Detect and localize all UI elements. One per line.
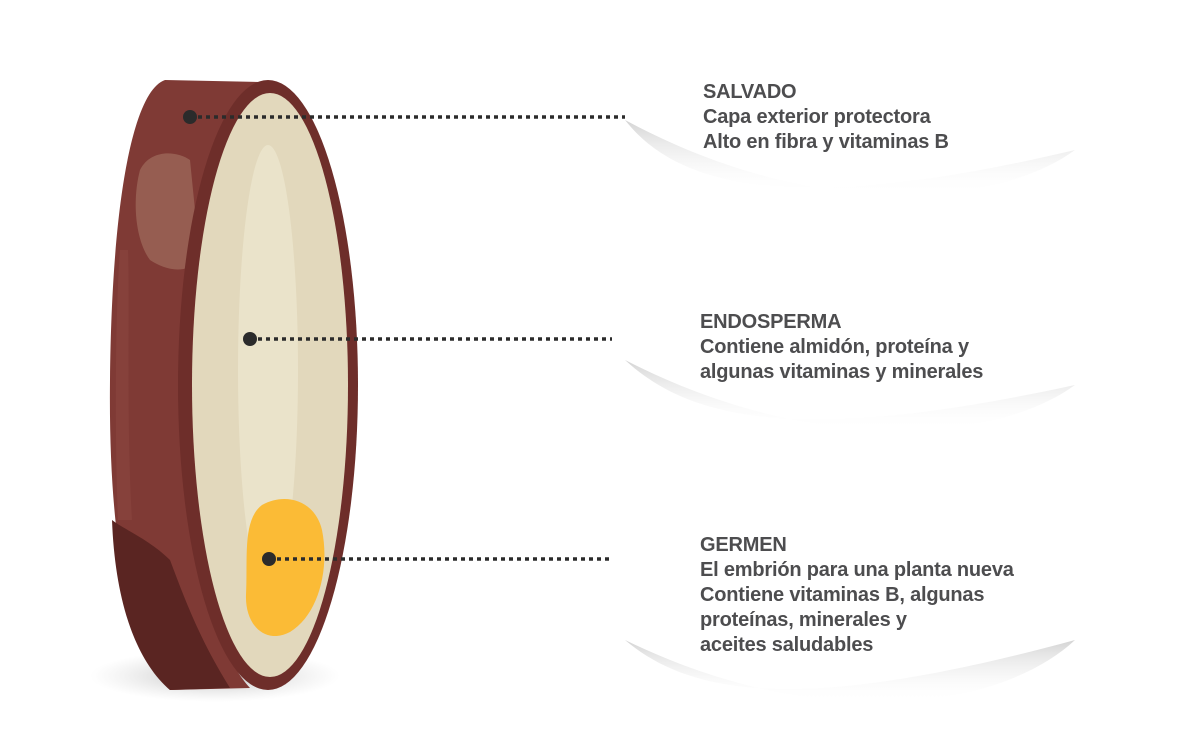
salvado-line-2: Alto en fibra y vitaminas B	[703, 131, 949, 153]
leader-dot-germen	[262, 552, 276, 566]
germen-line-1: El embrión para una planta nueva	[700, 559, 1014, 581]
callout-endosperma: ENDOSPERMA Contiene almidón, proteína y …	[700, 310, 983, 385]
endosperma-line-2: algunas vitaminas y minerales	[700, 361, 984, 383]
germen-line-3: proteínas, minerales y	[700, 609, 907, 631]
leader-dot-salvado	[183, 110, 197, 124]
label-arc-3	[625, 640, 1075, 703]
germen-title: GERMEN	[700, 534, 787, 556]
germen-line-2: Contiene vitaminas B, algunas	[700, 584, 985, 606]
endosperma-line-1: Contiene almidón, proteína y	[700, 336, 969, 358]
callout-germen: GERMEN El embrión para una planta nueva …	[700, 533, 1014, 658]
callout-salvado: SALVADO Capa exterior protectora Alto en…	[703, 80, 949, 155]
label-arc-2	[625, 360, 1075, 431]
germ-shape	[245, 498, 325, 637]
leader-dot-endosperma	[243, 332, 257, 346]
salvado-line-1: Capa exterior protectora	[703, 106, 931, 128]
endosperma-title: ENDOSPERMA	[700, 311, 842, 333]
bran-highlight	[115, 250, 132, 520]
bran-patch	[135, 153, 200, 270]
label-arc-1	[625, 120, 1075, 196]
bran-dark-patch	[112, 520, 230, 690]
endosperm-highlight	[238, 145, 298, 595]
salvado-title: SALVADO	[703, 81, 797, 103]
germen-line-4: aceites saludables	[700, 634, 874, 656]
